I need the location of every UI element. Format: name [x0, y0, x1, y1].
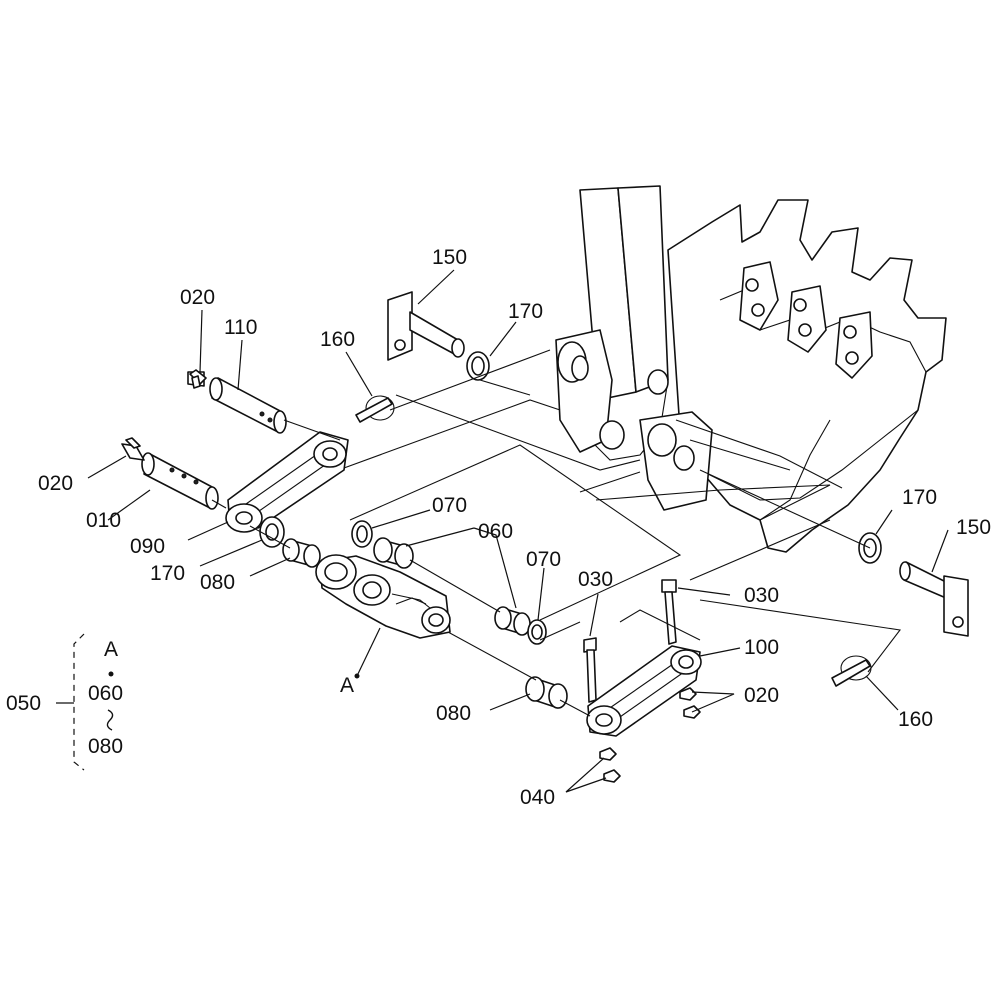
legend-dot	[108, 671, 114, 677]
label-a: A	[340, 674, 354, 697]
leader-lines	[87, 269, 949, 793]
label-170-right: 170	[902, 486, 937, 509]
label-070-top: 070	[432, 494, 467, 517]
legend-a: A	[104, 638, 118, 661]
label-010: 010	[86, 509, 121, 532]
seal-070-top	[351, 520, 373, 548]
lynch-pin-160-right	[831, 655, 872, 687]
legend-group-number: 050	[6, 692, 41, 715]
nut-040	[599, 747, 621, 783]
link-090	[225, 431, 349, 533]
legend-bracket	[73, 633, 85, 771]
pin-010	[141, 452, 219, 510]
bolt-030-right	[661, 579, 677, 645]
bucket-assembly	[555, 185, 947, 553]
label-110: 110	[224, 316, 257, 339]
label-080-bottom: 080	[436, 702, 471, 725]
label-020-left: 020	[38, 472, 73, 495]
bolt-030-left	[583, 637, 597, 703]
label-030-left: 030	[578, 568, 613, 591]
bushing-060-right	[494, 606, 531, 636]
label-070-mid: 070	[526, 548, 561, 571]
label-060: 060	[478, 520, 513, 543]
legend-range-mark	[106, 709, 114, 731]
assembly-lines	[211, 349, 902, 717]
link-100	[586, 645, 702, 737]
label-080-left: 080	[200, 571, 235, 594]
label-160-right: 160	[898, 708, 933, 731]
label-170-left: 170	[150, 562, 185, 585]
label-090: 090	[130, 535, 165, 558]
bushing-080-left	[282, 538, 321, 568]
label-030-right: 030	[744, 584, 779, 607]
label-100: 100	[744, 636, 779, 659]
pin-150-top	[387, 291, 465, 361]
label-020-right: 020	[744, 684, 779, 707]
callout-labels: 150 170 160 020 110 020 010 090 170 080 …	[38, 246, 991, 809]
lynch-pin-160-top	[355, 395, 395, 423]
washer-170-top	[466, 351, 490, 381]
label-020-top: 020	[180, 286, 215, 309]
legend-080: 080	[88, 735, 123, 758]
label-170-top: 170	[508, 300, 543, 323]
pin-150-right	[899, 561, 969, 637]
label-150-right: 150	[956, 516, 991, 539]
bushing-060-top	[373, 537, 414, 569]
label-a-dot	[354, 673, 360, 679]
seal-070-right	[527, 619, 547, 645]
bushing-080-bottom	[525, 676, 568, 709]
link-a	[315, 554, 451, 639]
label-150-top: 150	[432, 246, 467, 269]
label-160-top: 160	[320, 328, 355, 351]
label-040: 040	[520, 786, 555, 809]
grease-fitting-020-left	[121, 437, 145, 461]
group-legend: 050 A 060 080	[6, 633, 123, 771]
grease-fitting-020-top	[189, 369, 207, 389]
legend-060: 060	[88, 682, 123, 705]
